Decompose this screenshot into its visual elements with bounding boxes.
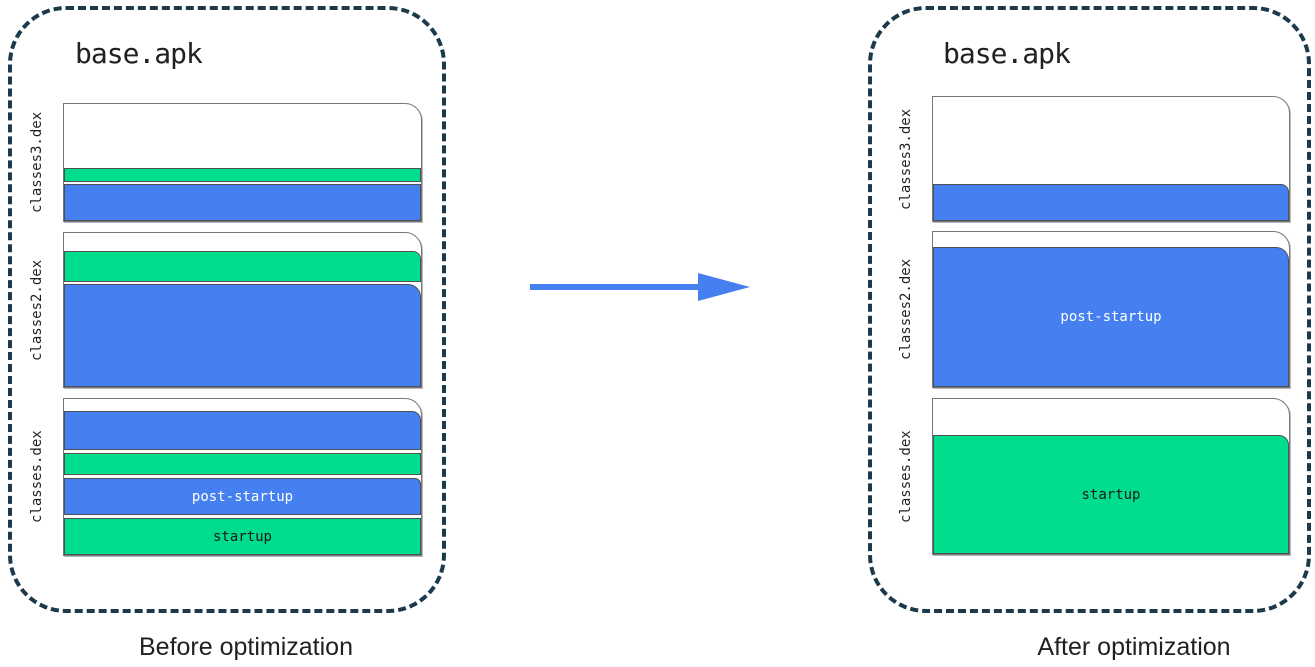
after-apk-container bbox=[868, 6, 1311, 613]
startup-segment-labeled: startup bbox=[64, 518, 421, 555]
after-classes3-file bbox=[932, 96, 1290, 222]
optimization-arrow-icon bbox=[530, 273, 750, 301]
before-caption: Before optimization bbox=[138, 633, 354, 661]
before-apk-container bbox=[8, 6, 446, 613]
post-startup-segment-labeled: post-startup bbox=[64, 478, 421, 515]
before-classes3-file bbox=[63, 103, 422, 222]
post-startup-segment bbox=[64, 411, 421, 450]
before-apk-title: base.apk bbox=[75, 37, 203, 70]
after-classes-file: startup bbox=[932, 398, 1290, 555]
after-classes2-label: classes2.dex bbox=[898, 258, 914, 361]
after-classes-label: classes.dex bbox=[898, 430, 914, 523]
before-classes3-label: classes3.dex bbox=[29, 111, 45, 214]
post-startup-segment bbox=[64, 284, 421, 387]
startup-segment-labeled: startup bbox=[933, 435, 1289, 554]
before-classes2-file bbox=[63, 232, 422, 388]
startup-segment bbox=[64, 453, 421, 475]
before-classes-label: classes.dex bbox=[29, 430, 45, 524]
after-classes2-file: post-startup bbox=[932, 231, 1290, 388]
before-classes2-label: classes2.dex bbox=[29, 259, 45, 361]
post-startup-segment-labeled: post-startup bbox=[933, 247, 1289, 387]
after-classes3-label: classes3.dex bbox=[898, 108, 914, 210]
startup-segment bbox=[64, 251, 421, 282]
post-startup-segment bbox=[64, 184, 421, 221]
after-apk-title: base.apk bbox=[943, 37, 1071, 70]
before-classes-file: post-startup startup bbox=[63, 398, 422, 556]
post-startup-segment bbox=[933, 184, 1289, 221]
startup-segment bbox=[64, 168, 421, 182]
after-caption: After optimization bbox=[1037, 633, 1231, 661]
